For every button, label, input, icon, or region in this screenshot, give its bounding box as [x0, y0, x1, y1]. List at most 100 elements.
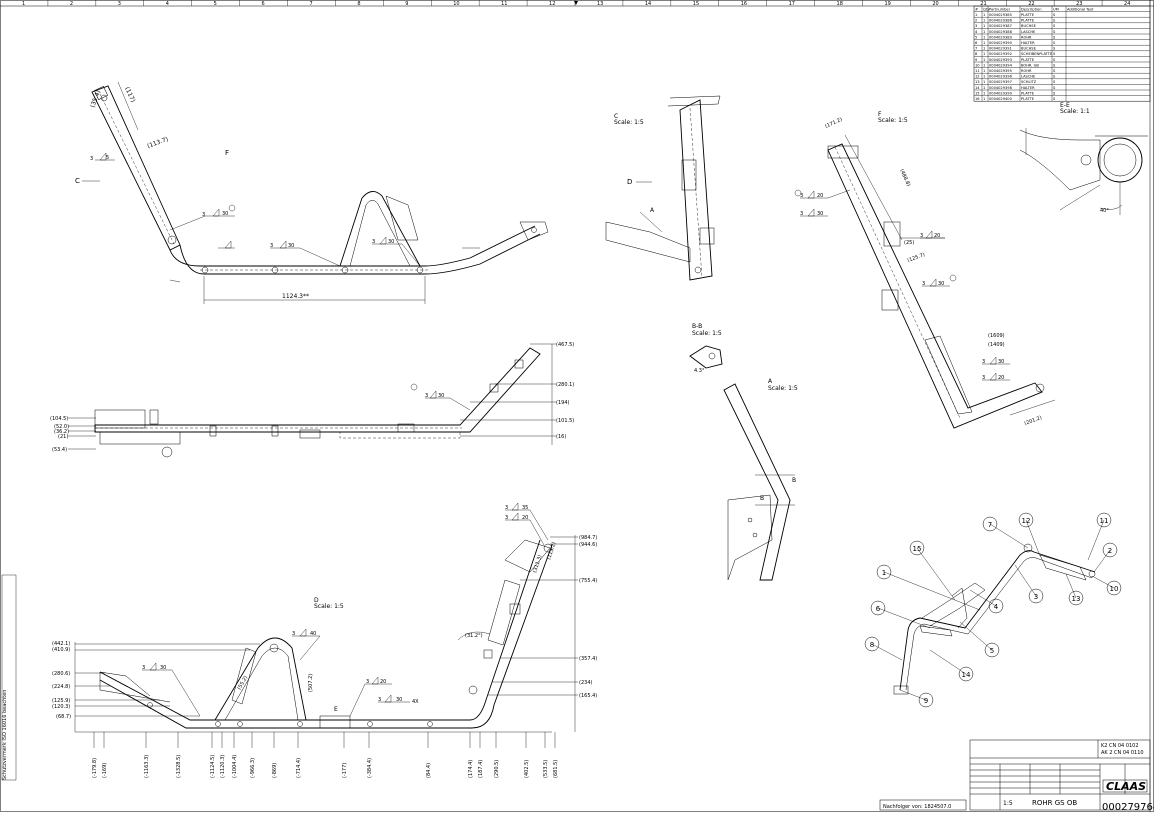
bom-cell: 0004029398 — [989, 86, 1013, 90]
weld-symbol: 3 30 — [270, 240, 300, 249]
bom-cell: S — [1053, 80, 1056, 84]
view-d-angle-dim: (31.2°) — [465, 633, 483, 639]
bom-cell: 1 — [983, 58, 985, 62]
revision-1: K2 CN 04 0102 — [1101, 743, 1139, 749]
bom-cell: 14 — [975, 86, 980, 90]
bom-cell: 0004029390 — [989, 41, 1013, 45]
bom-cell: 0004029392 — [989, 52, 1012, 56]
view-d-dim-bottom: (681.5) — [553, 760, 559, 778]
side-dim-left: (104.5) — [50, 416, 68, 422]
view-a: A Scale: 1:5 B B — [723, 378, 798, 581]
view-f: F Scale: 1:5 (171.2) (488.8) (25) (125.7… — [794, 111, 1056, 429]
bom-cell: 0004029395 — [989, 69, 1012, 73]
bom-cell: 1 — [983, 91, 985, 95]
balloon-label: 13 — [1072, 595, 1081, 603]
bom-cell: S — [1053, 24, 1056, 28]
view-bb: B-B Scale: 1:5 4.3° — [689, 323, 723, 374]
title-block: K2 CN 04 0102 AK 2 CN 04 0110 ROHR GS OB… — [879, 739, 1154, 813]
bom-cell: 1 — [983, 75, 985, 79]
svg-text:3: 3 — [366, 679, 369, 685]
column-label: 7 — [309, 1, 312, 7]
bom-cell: 4 — [975, 30, 978, 34]
view-bb-angle: 4.3° — [694, 368, 705, 374]
column-label: 15 — [693, 1, 699, 7]
balloon-10 — [1106, 580, 1122, 596]
svg-text:3: 3 — [270, 243, 273, 249]
view-d-dim-bottom: (187.4) — [478, 760, 484, 778]
bom-cell: HALTER — [1021, 86, 1035, 90]
svg-text:20: 20 — [380, 679, 386, 685]
view-f-title: F — [878, 111, 882, 118]
svg-text:3: 3 — [202, 212, 205, 218]
view-bb-scale: Scale: 1:5 — [692, 330, 722, 337]
bom-cell: 11 — [975, 69, 980, 73]
view-ee-title: E-E — [1060, 102, 1070, 109]
view-a-scale: Scale: 1:5 — [768, 385, 798, 392]
balloon-label: 4 — [994, 603, 999, 611]
bom-cell: 0004029388 — [989, 30, 1013, 34]
bom-cell: 0004029396 — [989, 75, 1013, 79]
view-d-frame-outer — [99, 539, 541, 721]
center-mark — [574, 1, 578, 5]
view-f-dim: (201.2) — [1024, 415, 1043, 427]
svg-text:30: 30 — [998, 359, 1004, 365]
bom-cell: 0004029393 — [989, 58, 1012, 62]
side-view: (104.5) (52.0) (36.2) (21) (53.4) (467.5… — [50, 342, 574, 458]
view-d-dim-bottom: (-177) — [342, 763, 348, 778]
bom-cell: S — [1053, 86, 1056, 90]
svg-text:3: 3 — [922, 281, 925, 287]
svg-text:3: 3 — [982, 375, 985, 381]
balloon-5 — [984, 642, 1000, 658]
bom-cell: PLATTE — [1021, 58, 1035, 62]
view-d-dim-bottom: (-384.4) — [367, 758, 373, 778]
balloon-label: 5 — [990, 647, 994, 655]
bom-cell: S — [1053, 91, 1056, 95]
column-label: 5 — [214, 1, 217, 7]
column-label: 21 — [980, 1, 986, 7]
svg-text:30: 30 — [288, 243, 294, 249]
column-label: 8 — [357, 1, 360, 7]
balloon-15 — [909, 540, 925, 556]
balloon-12 — [1018, 512, 1034, 528]
view-d-dim-bottom: (-179.8) — [92, 758, 98, 778]
bom-cell: 13 — [975, 80, 980, 84]
bom-cell: S — [1053, 19, 1056, 23]
column-label: 19 — [884, 1, 890, 7]
svg-text:4X: 4X — [412, 699, 419, 705]
bom-cell: S — [1053, 41, 1056, 45]
svg-text:3: 3 — [920, 233, 923, 239]
view-d-dim-bottom: (-869) — [272, 763, 278, 778]
bom-cell: 1 — [983, 69, 985, 73]
bom-cell: ROHR — [1021, 35, 1032, 39]
balloon-9 — [918, 692, 934, 708]
view-d: D Scale: 1:5 E — [52, 502, 597, 778]
view-d-dim-bottom: (-1328.5) — [176, 755, 182, 778]
bom-header-cell: # — [975, 7, 978, 11]
left-margin-note: Schutzvermerk ISO 16016 beachten — [2, 690, 8, 780]
view-bb-section — [689, 345, 723, 369]
top-view-rail-lower — [179, 233, 541, 275]
view-c-title: C — [614, 113, 618, 120]
bom-cell: 6 — [975, 41, 978, 45]
balloon-4 — [988, 598, 1004, 614]
view-d-slant-dim: (55.2) — [237, 675, 250, 691]
view-f-scale: Scale: 1:5 — [878, 117, 908, 124]
balloon-1 — [876, 564, 892, 580]
view-d-dim-bottom: (-1120.3) — [220, 755, 226, 778]
column-label: 23 — [1076, 1, 1082, 7]
view-d-dim-left: (442.1) — [52, 641, 70, 647]
bom-cell: 1 — [983, 19, 985, 23]
svg-text:30: 30 — [222, 211, 228, 217]
svg-text:30: 30 — [817, 211, 823, 217]
arm-dim-2: (117) — [123, 86, 136, 104]
bom-cell: 1 — [983, 97, 985, 101]
view-ee-tube-section — [1097, 137, 1143, 183]
balloon-11 — [1096, 512, 1112, 528]
column-label: 24 — [1124, 1, 1130, 7]
svg-text:3: 3 — [505, 515, 508, 521]
bom-cell: LASCHE — [1021, 30, 1036, 34]
view-d-dim-bottom: (-1124.5) — [210, 755, 216, 778]
